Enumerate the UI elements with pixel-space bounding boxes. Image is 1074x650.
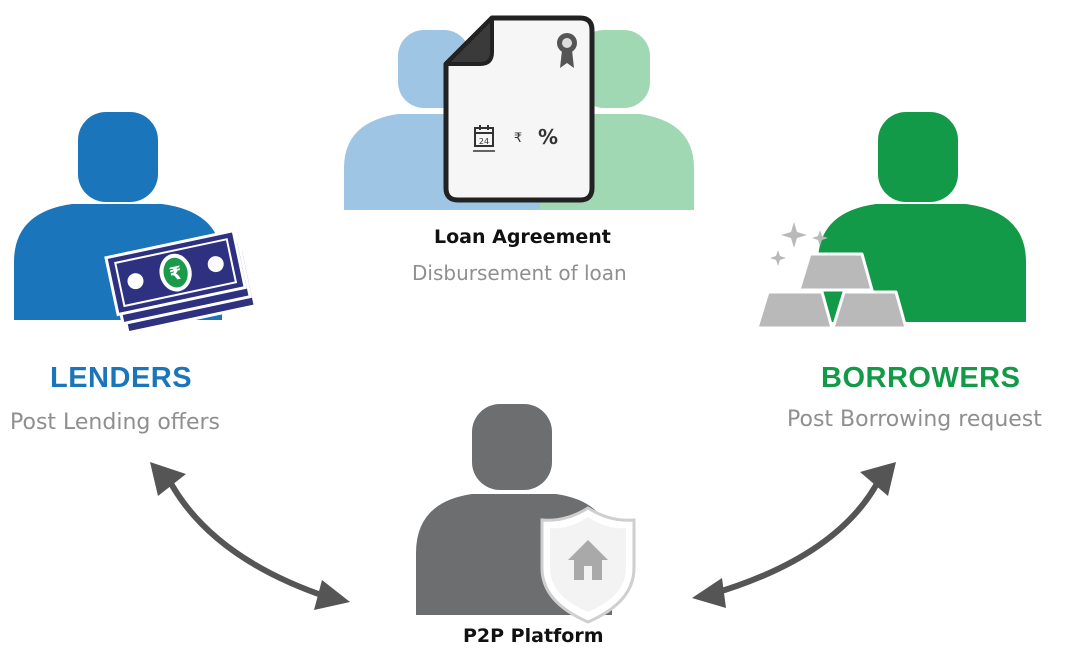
p2p-platform-title: P2P Platform (463, 625, 604, 647)
shield-icon (540, 506, 636, 624)
award-seal-icon (557, 33, 577, 68)
borrowers-platform-double-arrow-icon (692, 462, 896, 608)
borrowers-subtitle: Post Borrowing request (787, 407, 1042, 432)
currency-symbol: ₹ (514, 131, 522, 146)
calendar-day: 24 (479, 137, 489, 146)
sparkle-icon (770, 222, 828, 266)
lenders-title: LENDERS (50, 362, 193, 394)
percent-symbol: % (538, 125, 558, 149)
lenders-platform-double-arrow-icon (150, 462, 350, 610)
money-stack-icon: ₹ (104, 228, 258, 335)
loan-agreement-title: Loan Agreement (434, 226, 611, 248)
house-icon (568, 540, 608, 580)
calendar-icon: 24 (473, 125, 495, 152)
borrowers-title: BORROWERS (821, 362, 1021, 394)
lenders-subtitle: Post Lending offers (10, 410, 221, 435)
loan-agreement-subtitle: Disbursement of loan (412, 261, 627, 285)
money-currency-symbol: ₹ (168, 263, 185, 286)
document-icon: 24 ₹ % (443, 15, 595, 203)
gold-bars-icon (755, 252, 908, 330)
